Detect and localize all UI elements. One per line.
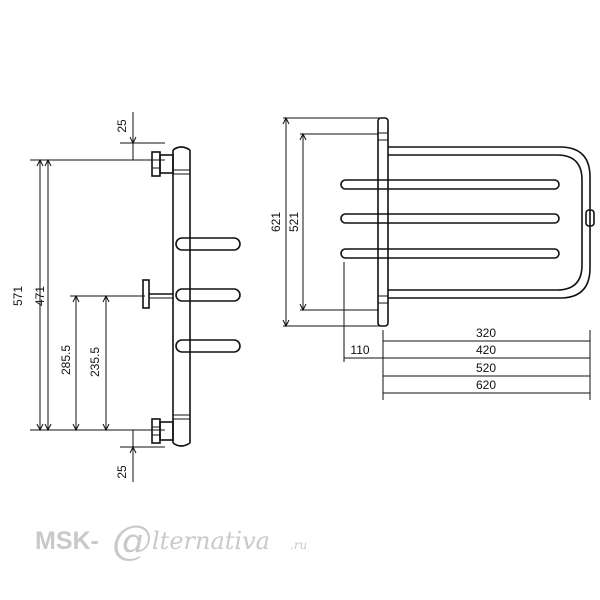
side-dim-top-offset: 25 <box>115 119 129 133</box>
front-view: 621 521 320 110 420 520 620 <box>269 116 595 400</box>
front-dim-pipe-spacing: 521 <box>287 212 301 232</box>
front-dim-width-520: 520 <box>476 361 496 375</box>
bottom-fitting <box>151 418 174 444</box>
front-dim-total-width: 620 <box>476 378 496 392</box>
side-dim-height-to-center: 285.5 <box>59 345 73 375</box>
front-dim-total-height: 621 <box>269 212 283 232</box>
side-pipe <box>172 146 191 447</box>
front-post <box>377 117 389 327</box>
front-dim-bar-length: 320 <box>476 326 496 340</box>
front-bars <box>340 179 560 259</box>
front-frame <box>388 146 595 299</box>
watermark-logo: MSK- @ lternativa .ru <box>35 518 307 564</box>
watermark-prefix: MSK- <box>35 527 99 555</box>
side-dim-bottom-offset: 25 <box>115 465 129 479</box>
side-dimension-lines <box>30 112 165 482</box>
front-dim-wall-offset: 110 <box>350 343 369 357</box>
wall-mount <box>142 279 173 309</box>
watermark-suffix: lternativa <box>152 527 270 555</box>
front-dimension-lines <box>282 116 591 400</box>
top-fitting <box>151 151 174 177</box>
front-dim-width-420: 420 <box>476 343 496 357</box>
watermark-at: @ <box>112 518 152 564</box>
side-dim-pipe-spacing: 471 <box>33 286 47 306</box>
watermark-domain: .ru <box>290 538 307 552</box>
side-dim-height-to-wall: 235.5 <box>88 347 102 377</box>
side-bars <box>175 237 241 353</box>
side-view: 25 25 571 471 285.5 235.5 <box>11 112 241 482</box>
side-dim-total-height: 571 <box>11 286 25 306</box>
